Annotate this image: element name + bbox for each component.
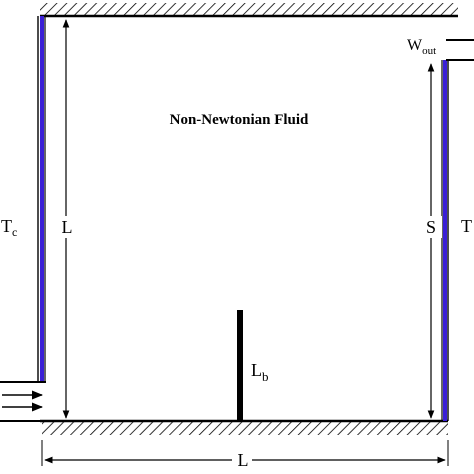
outlet-label: Wout (407, 37, 436, 57)
right-hot-wall (441, 60, 449, 421)
hot-wall-label: T (461, 216, 472, 236)
bottom-wall (40, 419, 448, 435)
height-dimension-label: L (62, 217, 73, 237)
left-cold-wall (37, 16, 46, 382)
baffle-label: Lb (251, 360, 269, 384)
fluid-label: Non-Newtonian Fluid (170, 112, 309, 128)
inlet-channel (0, 381, 46, 422)
width-dimension-label: L (238, 450, 249, 470)
top-wall (40, 3, 458, 18)
heated-span-label: S (426, 217, 436, 237)
inflow-arrows (2, 390, 44, 412)
cold-wall-label: Tc (1, 216, 17, 239)
outlet-channel (446, 39, 474, 61)
